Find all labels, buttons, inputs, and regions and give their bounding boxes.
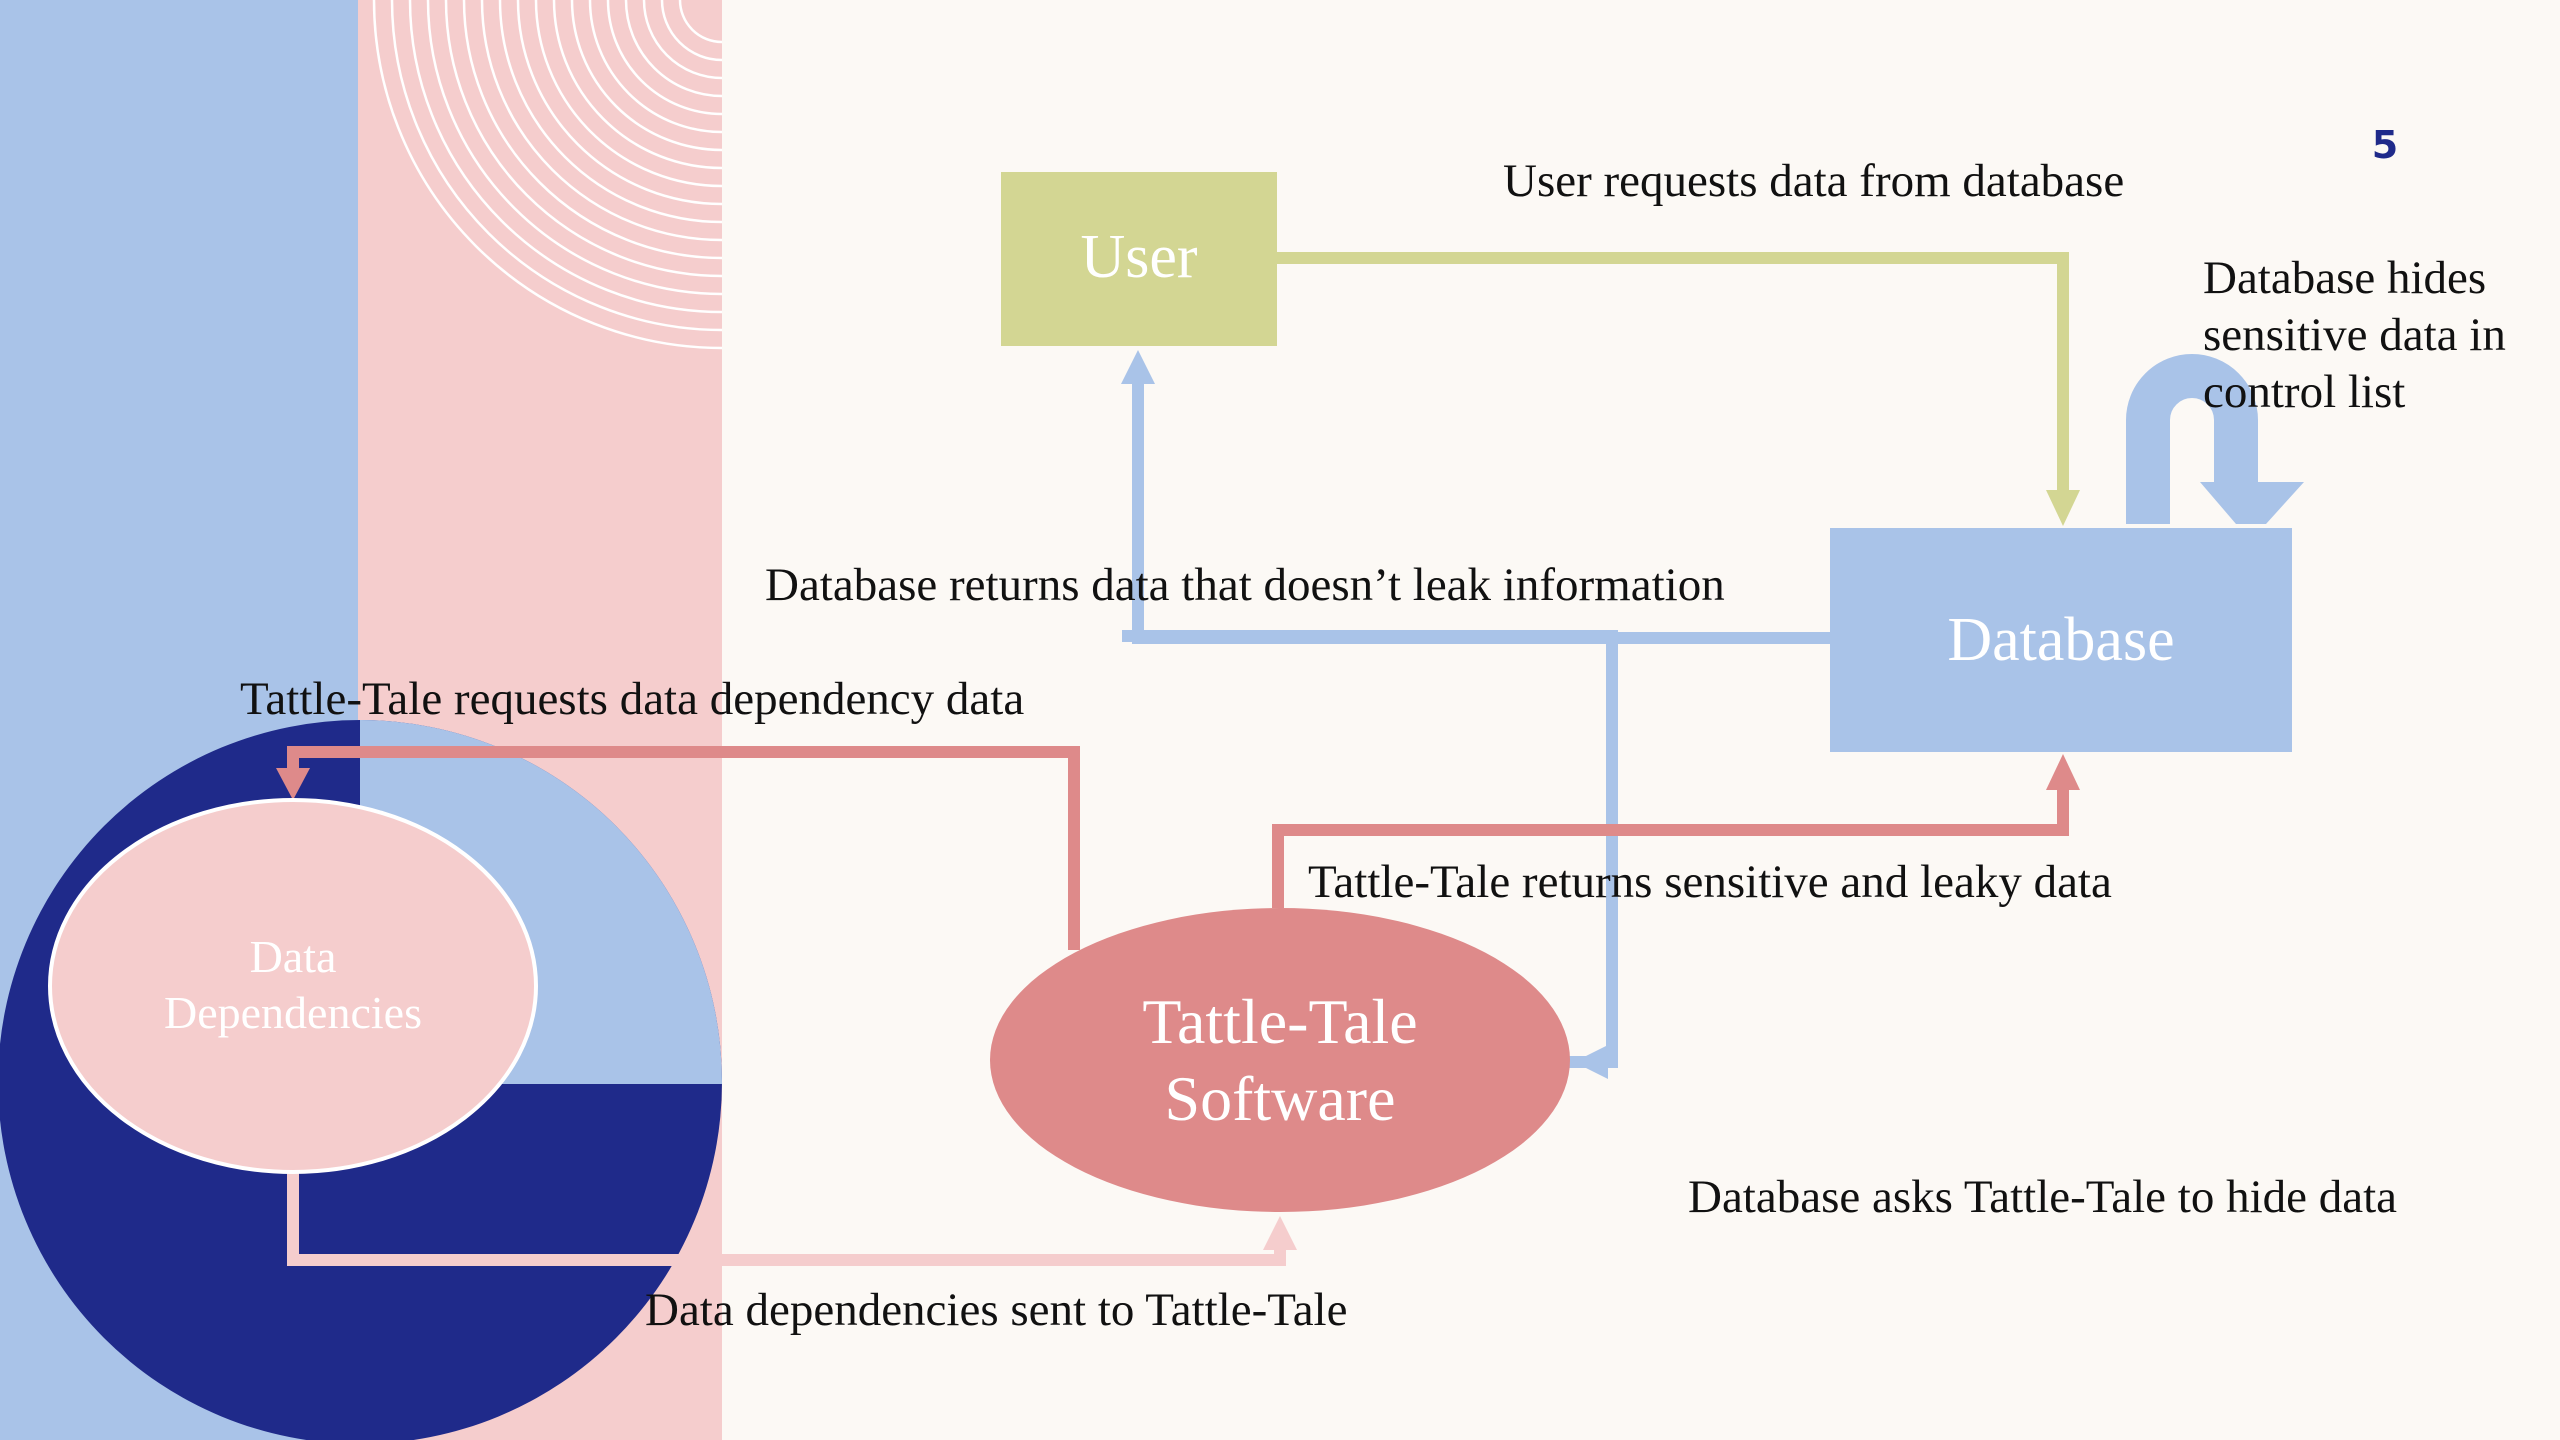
label-user-requests: User requests data from database xyxy=(1503,155,2124,207)
tattletale-label-line2: Software xyxy=(1164,1063,1395,1134)
arrowhead-database-to-user xyxy=(1121,350,1155,384)
label-db-hides-line1: Database hides xyxy=(2203,252,2486,304)
label-tt-requests-deps: Tattle-Tale requests data dependency dat… xyxy=(240,673,1024,725)
edge-labels: User requests data from database Databas… xyxy=(240,155,2506,1336)
arrowhead-tattletale-to-database xyxy=(2046,754,2080,790)
label-db-hides-line3: control list xyxy=(2203,366,2405,418)
dependencies-label-line2: Dependencies xyxy=(164,987,422,1038)
edge-tattletale-to-database xyxy=(1272,784,2069,908)
label-db-returns: Database returns data that doesn’t leak … xyxy=(765,559,1725,611)
arrowhead-tattletale-to-dependencies xyxy=(276,768,310,800)
edge-user-to-database xyxy=(1277,252,2069,496)
dependencies-ellipse xyxy=(48,798,538,1174)
node-user: User xyxy=(1001,172,1277,346)
edge-database-self-loop xyxy=(2126,354,2258,524)
page-number: 5 xyxy=(2372,123,2398,167)
tattletale-ellipse xyxy=(990,908,1570,1212)
arrowhead-database-to-tattletale xyxy=(1574,1045,1608,1079)
tattletale-label-line1: Tattle-Tale xyxy=(1142,986,1417,1057)
arrowhead-dependencies-to-tattletale xyxy=(1263,1216,1297,1250)
label-tt-returns: Tattle-Tale returns sensitive and leaky … xyxy=(1308,856,2112,908)
arrowhead-user-to-database xyxy=(2046,490,2080,526)
node-tattletale: Tattle-Tale Software xyxy=(990,908,1570,1212)
node-data-dependencies: Data Dependencies xyxy=(48,798,538,1174)
edge-dependencies-to-tattletale xyxy=(287,1172,1286,1266)
label-deps-sent: Data dependencies sent to Tattle-Tale xyxy=(645,1284,1347,1336)
dependencies-label-line1: Data xyxy=(250,931,337,982)
edge-tattletale-to-dependencies xyxy=(287,746,1080,950)
node-database: Database xyxy=(1830,528,2292,752)
arrowhead-database-self-loop xyxy=(2200,482,2304,524)
label-db-hides-line2: sensitive data in xyxy=(2203,309,2506,361)
database-box xyxy=(1830,528,2292,752)
label-db-asks-tt: Database asks Tattle-Tale to hide data xyxy=(1688,1171,2397,1223)
user-box xyxy=(1001,172,1277,346)
user-label: User xyxy=(1080,223,1197,291)
database-label: Database xyxy=(1947,606,2174,674)
